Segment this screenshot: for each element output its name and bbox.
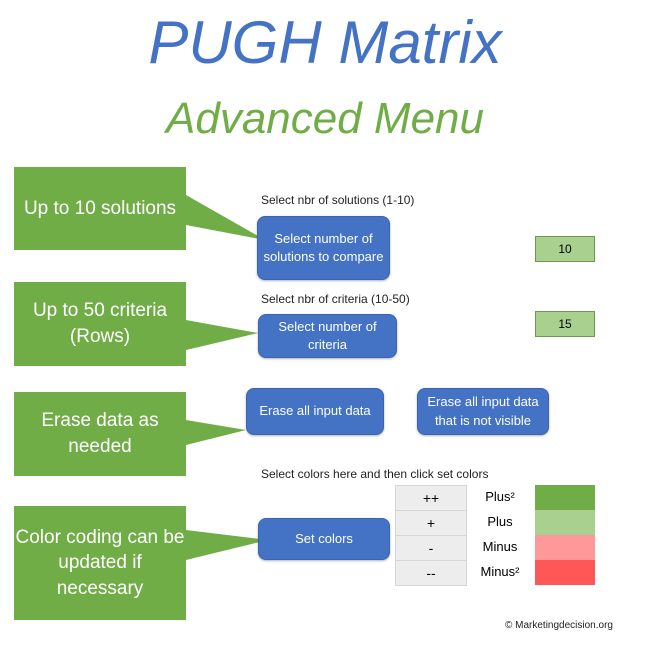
color-swatch-minus[interactable] [535,535,595,560]
select-criteria-button[interactable]: Select number of criteria [258,314,397,358]
select-solutions-button[interactable]: Select number of solutions to compare [257,216,390,280]
symbol-minus2: -- [395,560,467,586]
callout-erase: Erase data as needed [14,392,186,476]
criteria-value[interactable]: 15 [535,311,595,337]
symbol-minus: - [395,535,467,561]
color-swatch-plus2[interactable] [535,485,595,510]
solutions-label: Select nbr of solutions (1-10) [261,193,415,207]
page-title: PUGH Matrix [148,9,502,76]
callout-pointer-3 [186,420,246,445]
color-name-plus2: Plus² [485,489,515,504]
erase-all-button[interactable]: Erase all input data [246,388,384,435]
callout-pointer-4 [186,530,268,560]
color-name-minus: Minus [482,539,518,554]
color-swatch-plus[interactable] [535,510,595,535]
page-subtitle: Advanced Menu [166,94,484,143]
callout-pointer-2 [186,320,258,350]
erase-not-visible-button[interactable]: Erase all input data that is not visible [417,388,549,435]
solutions-value[interactable]: 10 [535,236,595,262]
symbol-plus2: ++ [395,485,467,511]
criteria-label: Select nbr of criteria (10-50) [261,292,410,306]
color-name-minus2: Minus² [480,564,520,579]
callout-pointer-1 [186,195,265,240]
symbol-plus: + [395,510,467,536]
callout-colors: Color coding can be updated if necessary [14,506,186,620]
colors-label: Select colors here and then click set co… [261,467,489,481]
copyright: © Marketingdecision.org [505,620,613,631]
callout-solutions: Up to 10 solutions [14,167,186,250]
color-name-plus: Plus [487,514,513,529]
set-colors-button[interactable]: Set colors [258,518,390,560]
callout-criteria: Up to 50 criteria (Rows) [14,282,186,366]
color-swatch-minus2[interactable] [535,560,595,585]
